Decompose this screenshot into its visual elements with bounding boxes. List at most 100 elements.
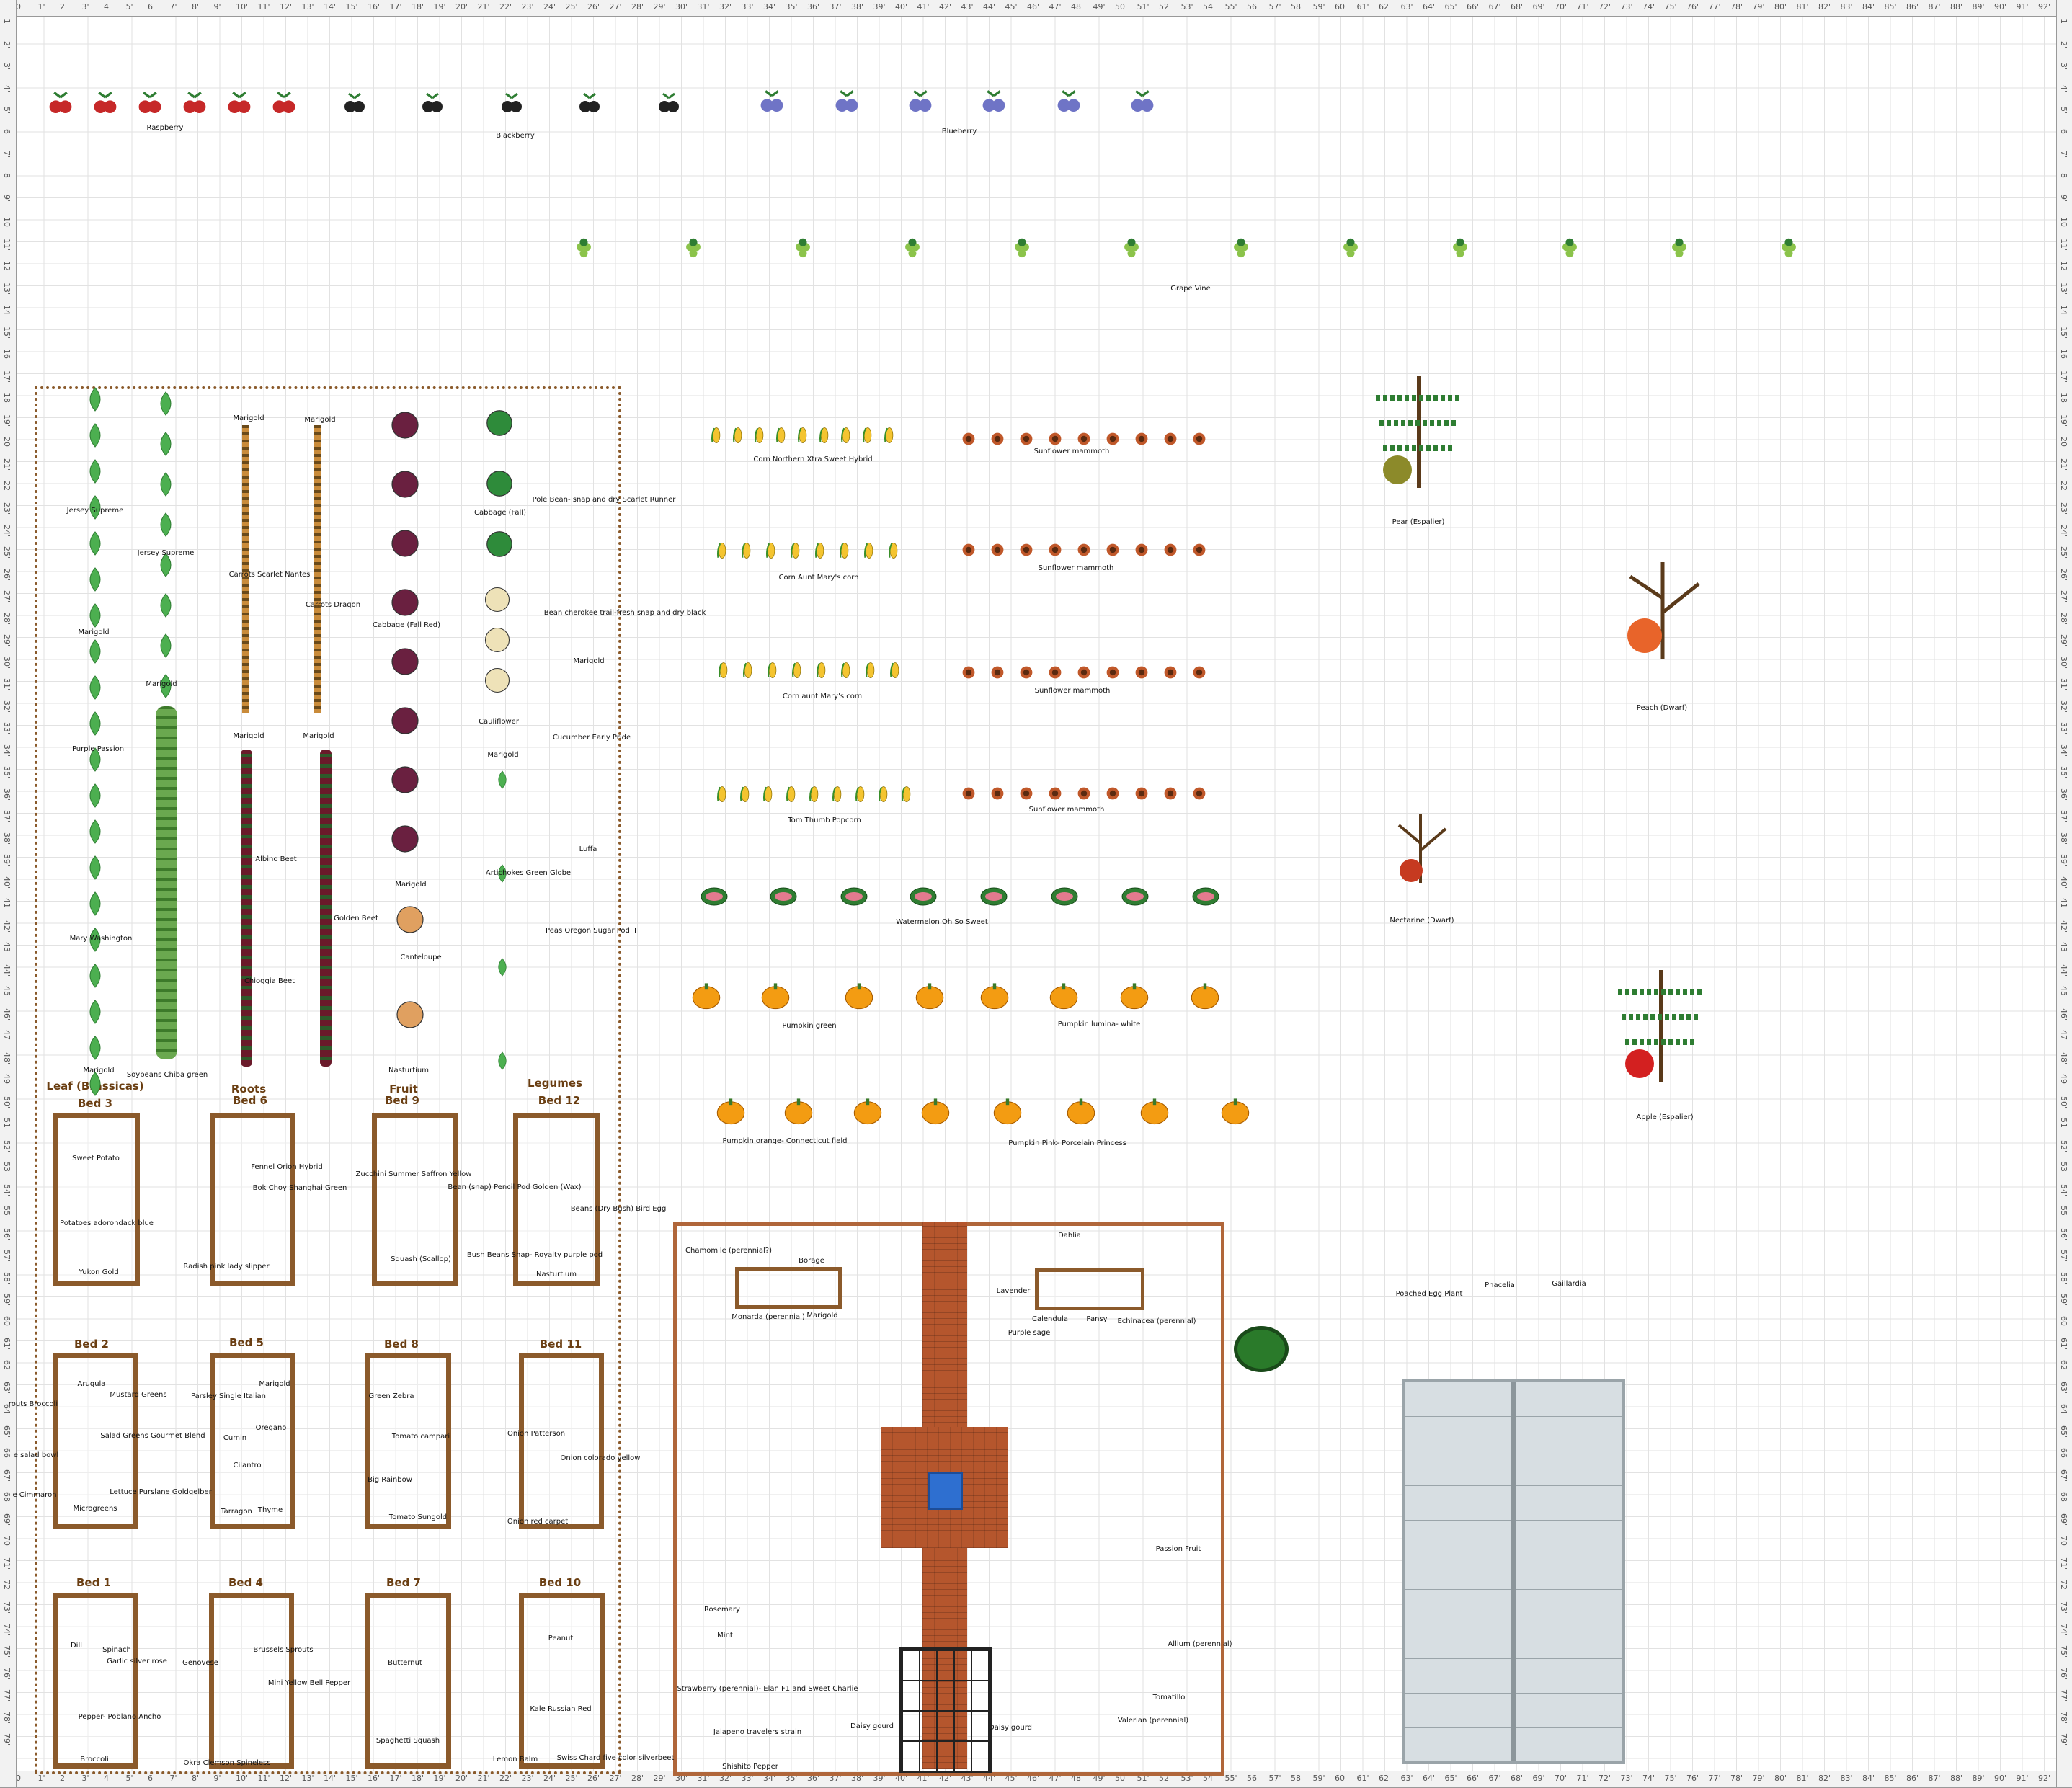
watermelon-icon[interactable] (696, 882, 732, 911)
grape-vine-icon[interactable] (1663, 231, 1695, 267)
corn-icon[interactable] (762, 654, 783, 686)
beet-row[interactable] (241, 750, 252, 1067)
sunflower-icon[interactable] (959, 783, 979, 804)
bed-11[interactable] (519, 1353, 604, 1529)
beet-row[interactable] (320, 750, 332, 1067)
grape-vine-icon[interactable] (1335, 231, 1366, 267)
grape-vine-icon[interactable] (1116, 231, 1147, 267)
watermelon-icon[interactable] (1117, 882, 1153, 911)
sunflower-icon[interactable] (1131, 662, 1152, 683)
sunflower-icon[interactable] (1103, 539, 1123, 561)
asparagus-icon[interactable] (81, 709, 110, 738)
corn-icon[interactable] (713, 654, 734, 686)
sunflower-icon[interactable] (1074, 539, 1094, 561)
watermelon-icon[interactable] (1188, 882, 1224, 911)
corn-icon[interactable] (850, 778, 871, 810)
pear-tree-icon[interactable] (1365, 369, 1473, 492)
bed-8[interactable] (365, 1353, 451, 1529)
watermelon-icon[interactable] (765, 882, 801, 911)
asparagus-icon[interactable] (81, 889, 110, 918)
corn-icon[interactable] (885, 654, 905, 686)
main-garden-fence[interactable] (35, 386, 621, 1774)
bed-6[interactable] (210, 1113, 295, 1286)
corn-icon[interactable] (735, 778, 755, 810)
corn-icon[interactable] (873, 778, 894, 810)
grape-vine-icon[interactable] (1444, 231, 1476, 267)
bed-3[interactable] (53, 1113, 140, 1286)
corn-icon[interactable] (781, 778, 801, 810)
canteloupe-icon[interactable] (392, 902, 428, 937)
corn-icon[interactable] (810, 535, 830, 566)
raspberry-icon[interactable] (268, 89, 300, 121)
asparagus-icon[interactable] (151, 470, 180, 499)
bed-5[interactable] (210, 1353, 295, 1529)
peach-tree-icon[interactable] (1616, 555, 1709, 663)
corn-icon[interactable] (758, 778, 778, 810)
pumpkin-icon[interactable] (713, 1095, 748, 1127)
grape-vine-icon[interactable] (1773, 231, 1805, 267)
cabbage-red-icon[interactable] (388, 703, 422, 738)
pumpkin-icon[interactable] (918, 1095, 953, 1127)
cabbage-red-icon[interactable] (388, 762, 422, 797)
soybean-row[interactable] (156, 706, 177, 1059)
corn-icon[interactable] (884, 535, 904, 566)
asparagus-icon[interactable] (81, 673, 110, 702)
raspberry-icon[interactable] (223, 89, 255, 121)
sunflower-icon[interactable] (1016, 783, 1036, 804)
rain-barrel[interactable] (1234, 1326, 1289, 1372)
cauliflower-icon[interactable] (481, 584, 513, 615)
bed-4[interactable] (209, 1593, 294, 1769)
blackberry-icon[interactable] (496, 91, 528, 120)
corn-icon[interactable] (858, 419, 878, 451)
asparagus-icon[interactable] (81, 817, 110, 846)
asparagus-icon[interactable] (151, 389, 180, 418)
sunflower-icon[interactable] (1074, 662, 1094, 683)
grape-vine-icon[interactable] (677, 231, 709, 267)
cabbage-red-icon[interactable] (388, 467, 422, 502)
bed-7[interactable] (365, 1593, 451, 1769)
corn-icon[interactable] (897, 778, 917, 810)
artichoke-icon[interactable] (492, 765, 513, 794)
asparagus-icon[interactable] (81, 385, 110, 414)
cabbage-icon[interactable] (483, 528, 516, 561)
corn-icon[interactable] (712, 535, 732, 566)
sunflower-icon[interactable] (1045, 662, 1065, 683)
corn-icon[interactable] (836, 419, 856, 451)
cabbage-red-icon[interactable] (388, 822, 422, 856)
pumpkin-icon[interactable] (1046, 980, 1081, 1012)
sunflower-icon[interactable] (987, 783, 1008, 804)
sunflower-icon[interactable] (1160, 428, 1180, 450)
cabbage-red-icon[interactable] (388, 585, 422, 620)
corn-icon[interactable] (706, 419, 726, 451)
asparagus-icon[interactable] (81, 745, 110, 774)
sunflower-icon[interactable] (959, 428, 979, 450)
corn-icon[interactable] (771, 419, 791, 451)
corn-icon[interactable] (793, 419, 813, 451)
corn-icon[interactable] (804, 778, 824, 810)
asparagus-icon[interactable] (81, 637, 110, 666)
corn-icon[interactable] (738, 654, 758, 686)
blackberry-icon[interactable] (417, 91, 448, 120)
sunflower-icon[interactable] (987, 428, 1008, 450)
sunflower-icon[interactable] (1045, 428, 1065, 450)
asparagus-icon[interactable] (81, 1033, 110, 1062)
raspberry-icon[interactable] (179, 89, 210, 121)
sunflower-icon[interactable] (1189, 428, 1209, 450)
greenhouse[interactable] (1402, 1379, 1625, 1764)
cabbage-red-icon[interactable] (388, 526, 422, 561)
carrot-row[interactable] (314, 425, 321, 713)
corn-icon[interactable] (827, 778, 848, 810)
corn-icon[interactable] (879, 419, 899, 451)
sunflower-icon[interactable] (959, 662, 979, 683)
pumpkin-icon[interactable] (1188, 980, 1222, 1012)
corn-icon[interactable] (859, 535, 879, 566)
pumpkin-icon[interactable] (1064, 1095, 1098, 1127)
sunflower-icon[interactable] (959, 539, 979, 561)
sunflower-icon[interactable] (1103, 783, 1123, 804)
grape-vine-icon[interactable] (897, 231, 928, 267)
sunflower-icon[interactable] (1131, 783, 1152, 804)
asparagus-icon[interactable] (151, 591, 180, 620)
pumpkin-icon[interactable] (758, 980, 793, 1012)
sunflower-icon[interactable] (1189, 539, 1209, 561)
